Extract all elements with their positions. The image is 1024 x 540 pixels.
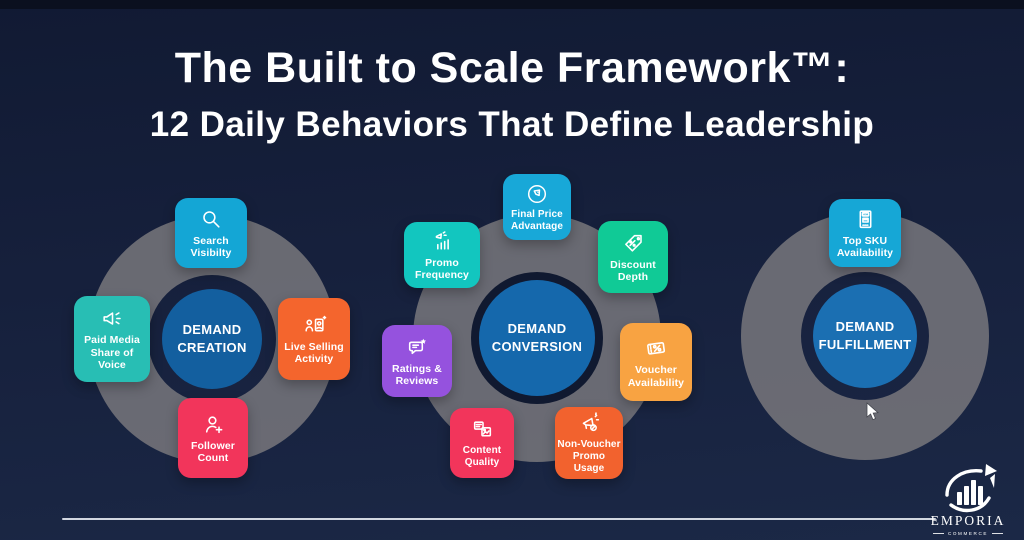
emporia-logo: EMPORIA COMMERCE xyxy=(920,462,1016,536)
tile-discount-depth: Discount Depth xyxy=(598,221,668,293)
live-stream-icon xyxy=(304,315,326,332)
tile-label: Paid Media Share of Voice xyxy=(84,334,140,372)
search-icon xyxy=(202,210,220,228)
megaphone-icon xyxy=(102,312,121,326)
sku-document-icon: SKU xyxy=(859,210,871,228)
promo-megaphone-percent-icon xyxy=(582,412,599,432)
discount-tag-icon xyxy=(624,234,642,252)
tile-label: Search Visibilty xyxy=(190,234,232,259)
price-tag-circle-icon xyxy=(527,184,547,203)
tile-promo-frequency: Promo Frequency xyxy=(404,222,480,288)
tile-label: Promo Frequency xyxy=(415,256,469,281)
tile-final-price-advantage: Final Price Advantage xyxy=(503,174,571,240)
demand-creation-hub: DEMAND CREATION xyxy=(162,289,262,389)
tile-label: Final Price Advantage xyxy=(510,208,564,232)
tile-voucher-availability: Voucher Availability xyxy=(620,323,692,401)
tile-label: Follower Count xyxy=(191,439,235,464)
tile-label: Top SKU Availability xyxy=(836,234,894,259)
tile-label: Ratings & Reviews xyxy=(392,362,442,387)
tile-live-selling-activity: Live Selling Activity xyxy=(278,298,350,380)
tile-top-sku-availability: SKU Top SKU Availability xyxy=(829,199,901,267)
logo-brand-text: EMPORIA xyxy=(930,513,1006,528)
tile-label: Discount Depth xyxy=(610,258,656,283)
tile-label: Non-Voucher Promo Usage xyxy=(557,439,621,474)
logo-subtext-row: COMMERCE xyxy=(932,531,1004,536)
voucher-ticket-icon xyxy=(647,342,666,355)
review-bubble-star-icon xyxy=(408,338,426,354)
tile-non-voucher-promo-usage: Non-Voucher Promo Usage xyxy=(555,407,623,479)
content-cards-icon xyxy=(473,421,491,437)
tile-follower-count: Follower Count xyxy=(178,398,248,478)
growth-chart-arrow-logo xyxy=(945,464,997,513)
promo-chart-icon xyxy=(435,230,449,250)
demand-conversion-hub: DEMAND CONVERSION xyxy=(479,280,595,396)
tile-label: Live Selling Activity xyxy=(284,340,344,365)
tile-label: Content Quality xyxy=(462,445,502,468)
tile-content-quality: Content Quality xyxy=(450,408,514,478)
tile-search-visibility: Search Visibilty xyxy=(175,198,247,268)
tile-paid-media-share-of-voice: Paid Media Share of Voice xyxy=(74,296,150,382)
top-edge-strip xyxy=(0,0,1024,9)
demand-fulfillment-hub: DEMAND FULFILLMENT xyxy=(813,284,917,388)
logo-left-dash xyxy=(932,533,944,534)
add-follower-icon xyxy=(205,416,222,433)
logo-subtext: COMMERCE xyxy=(947,531,989,536)
page-subtitle: 12 Daily Behaviors That Define Leadershi… xyxy=(149,105,875,144)
page-title: The Built to Scale Framework™: xyxy=(174,44,850,92)
mouse-cursor xyxy=(866,402,879,421)
tile-ratings-reviews: Ratings & Reviews xyxy=(382,325,452,397)
tile-label: Voucher Availability xyxy=(627,364,685,389)
footer-rule xyxy=(62,518,936,520)
logo-right-dash xyxy=(992,533,1004,534)
svg-text:SKU: SKU xyxy=(862,212,868,216)
